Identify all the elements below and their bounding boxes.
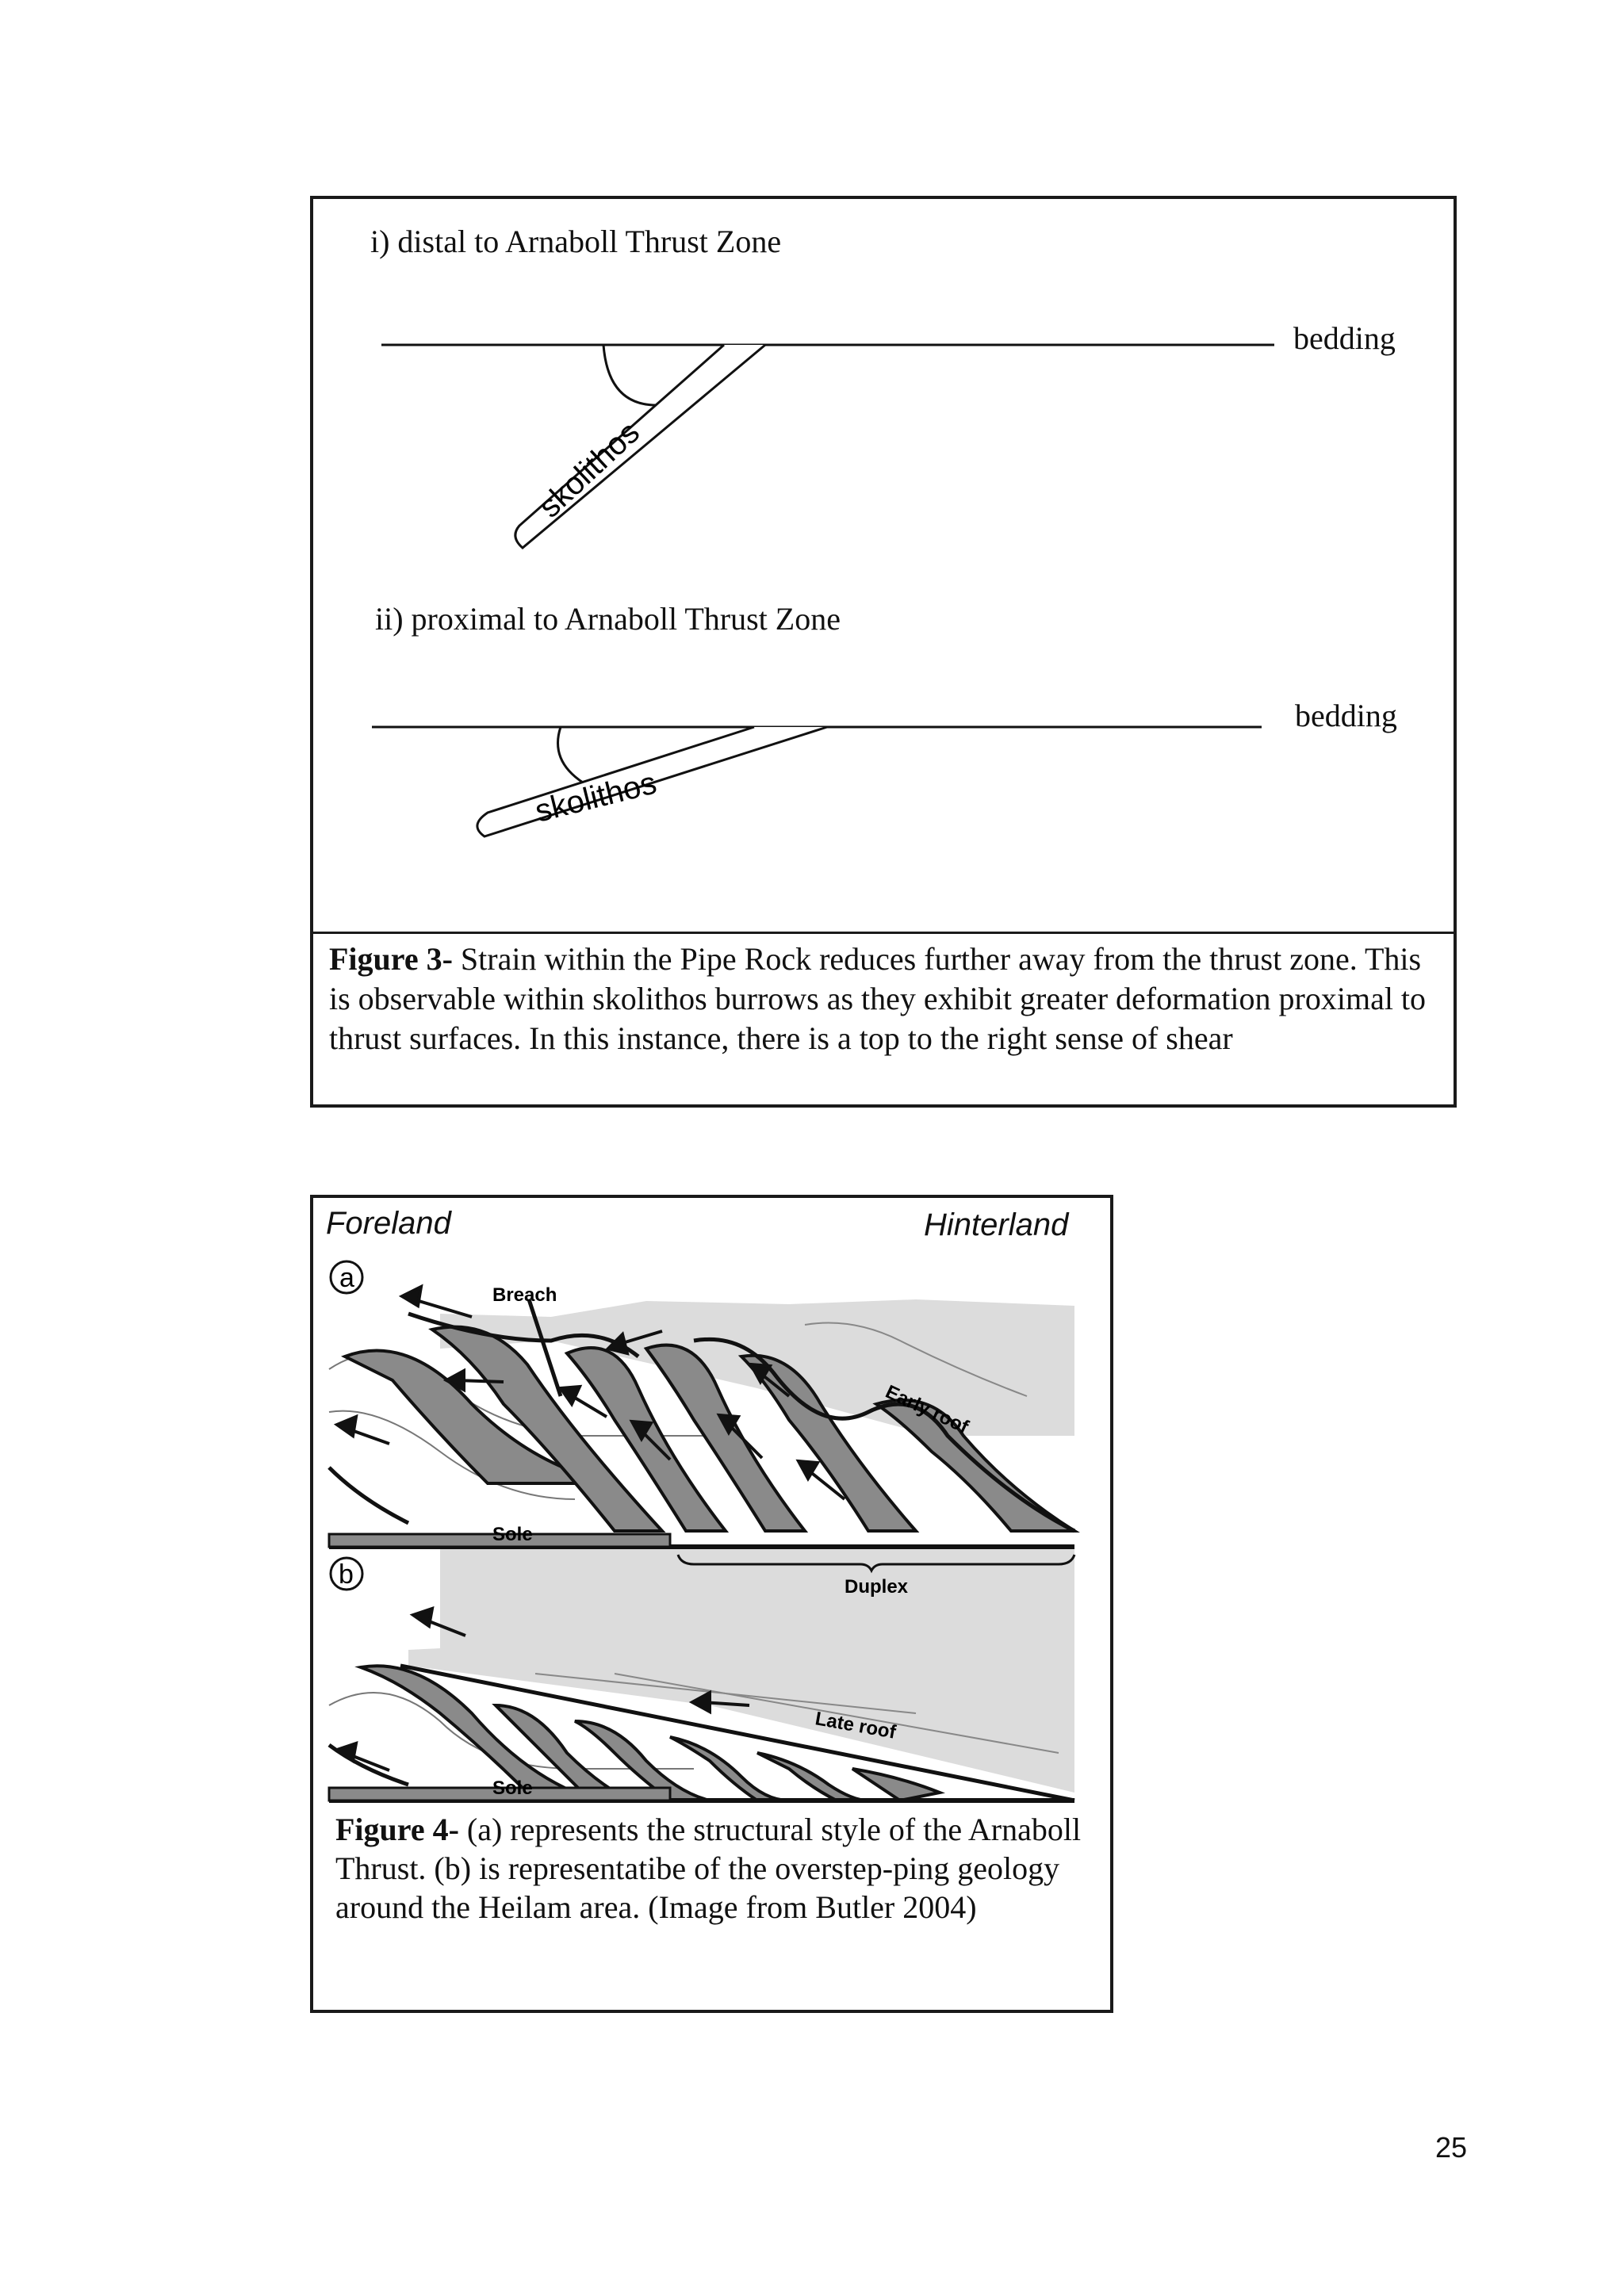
angle-arc-2 bbox=[558, 727, 584, 783]
bedding-label-1: bedding bbox=[1293, 320, 1396, 357]
caption-text: Strain within the Pipe Rock reduces furt… bbox=[329, 941, 1426, 1056]
angle-arc-1 bbox=[603, 345, 659, 405]
panel-b-letter: b bbox=[339, 1559, 354, 1590]
skolithos-label-2: skolithos bbox=[532, 765, 661, 828]
breach-label: Breach bbox=[492, 1284, 557, 1306]
figure-4: a Breach Early roof Sole Duplex b Late r… bbox=[310, 1195, 1113, 2013]
caption-label: Figure 4- bbox=[335, 1812, 459, 1847]
bedding-label-2: bedding bbox=[1295, 697, 1397, 734]
caption-divider bbox=[313, 932, 1454, 934]
figure-4-caption: Figure 4- (a) represents the structural … bbox=[335, 1810, 1097, 1927]
panel-2-title: ii) proximal to Arnaboll Thrust Zone bbox=[375, 600, 841, 637]
sole-label-b: Sole bbox=[492, 1777, 533, 1799]
panel-1-title: i) distal to Arnaboll Thrust Zone bbox=[370, 223, 781, 260]
foreland-label: Foreland bbox=[326, 1206, 451, 1242]
caption-label: Figure 3- bbox=[329, 941, 453, 977]
figure-3: skolithos skolithos i) distal to Arnabol… bbox=[310, 196, 1457, 1108]
sole-label-a: Sole bbox=[492, 1524, 533, 1545]
skolithos-label-1: skolithos bbox=[532, 415, 646, 524]
duplex-label: Duplex bbox=[845, 1576, 909, 1598]
hinterland-label: Hinterland bbox=[924, 1207, 1068, 1243]
figure-3-caption: Figure 3- Strain within the Pipe Rock re… bbox=[329, 939, 1439, 1058]
panel-a-letter: a bbox=[339, 1263, 354, 1293]
page-number: 25 bbox=[1435, 2131, 1467, 2164]
